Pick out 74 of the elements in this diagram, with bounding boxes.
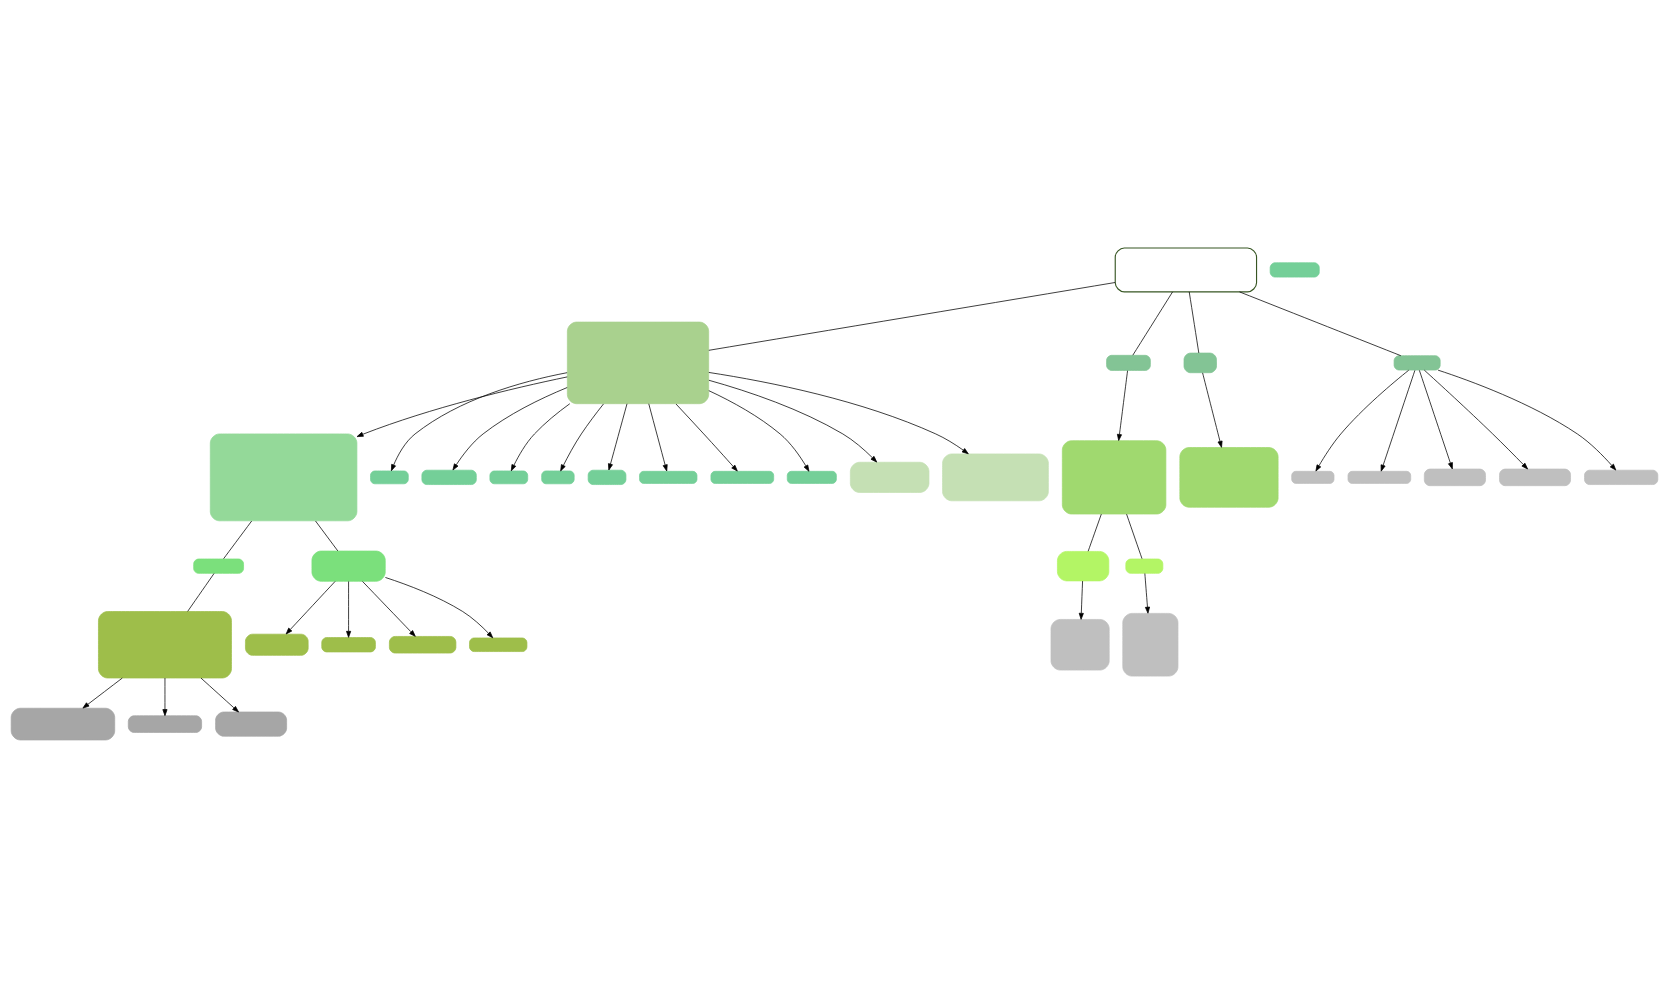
node-box bbox=[193, 558, 244, 574]
node-box bbox=[127, 715, 202, 733]
node-box bbox=[1050, 619, 1110, 671]
node-box bbox=[1106, 354, 1151, 371]
node-box bbox=[489, 470, 529, 485]
node-box bbox=[850, 461, 930, 493]
node-box bbox=[567, 321, 710, 405]
arrow bbox=[346, 581, 352, 638]
arrow bbox=[1437, 369, 1617, 471]
node-box bbox=[1061, 440, 1167, 515]
connector bbox=[315, 520, 339, 552]
arrow bbox=[452, 387, 568, 471]
arrow bbox=[362, 581, 416, 637]
connector bbox=[1132, 291, 1173, 356]
node-box bbox=[1269, 262, 1320, 278]
node-box bbox=[421, 469, 477, 485]
arrow bbox=[1419, 370, 1453, 470]
node-box bbox=[1499, 468, 1571, 487]
node-box bbox=[1114, 247, 1258, 293]
arrow bbox=[708, 372, 969, 455]
node-box bbox=[639, 470, 698, 484]
node-box bbox=[1347, 470, 1412, 484]
arrow bbox=[648, 403, 668, 472]
arrow bbox=[675, 403, 738, 472]
arrow bbox=[708, 379, 878, 463]
arrow bbox=[510, 403, 571, 472]
node-box bbox=[209, 433, 358, 522]
node-box bbox=[370, 470, 409, 485]
connector bbox=[1188, 291, 1200, 354]
node-box bbox=[98, 611, 232, 679]
node-box bbox=[1393, 355, 1441, 371]
node-box bbox=[215, 711, 287, 737]
node-box bbox=[321, 637, 376, 653]
arrow bbox=[708, 390, 810, 472]
arrow bbox=[560, 403, 604, 472]
node-box bbox=[469, 637, 528, 652]
connector bbox=[1087, 513, 1102, 552]
arrow bbox=[1144, 573, 1150, 614]
node-box bbox=[1057, 551, 1110, 582]
arrow bbox=[1202, 372, 1223, 448]
arrow bbox=[82, 677, 123, 709]
arrow bbox=[162, 677, 168, 716]
connector bbox=[223, 520, 253, 560]
node-box bbox=[1125, 558, 1164, 574]
node-box bbox=[245, 633, 309, 656]
arrow bbox=[1380, 370, 1416, 472]
arrow bbox=[1315, 369, 1410, 472]
arrow bbox=[285, 581, 336, 635]
arrow bbox=[391, 372, 568, 472]
node-box bbox=[541, 470, 575, 485]
node-box bbox=[587, 469, 627, 485]
connector bbox=[187, 573, 215, 612]
node-box bbox=[1179, 447, 1279, 508]
connector bbox=[1126, 513, 1143, 560]
node-box bbox=[10, 707, 116, 741]
node-box bbox=[1291, 470, 1335, 484]
arrow bbox=[385, 577, 494, 639]
connector bbox=[708, 282, 1116, 351]
arrow bbox=[608, 403, 628, 471]
node-box bbox=[311, 550, 386, 582]
node-box bbox=[942, 453, 1049, 502]
arrow bbox=[1078, 580, 1084, 620]
node-box bbox=[1423, 468, 1486, 487]
node-box bbox=[1584, 469, 1659, 485]
arrow bbox=[1423, 369, 1528, 470]
arrow bbox=[356, 376, 568, 437]
arrow bbox=[1116, 370, 1128, 441]
node-box bbox=[1122, 613, 1179, 677]
node-box bbox=[1183, 352, 1217, 374]
node-box bbox=[389, 636, 457, 654]
connector bbox=[1239, 291, 1402, 357]
node-box bbox=[710, 470, 775, 484]
node-box bbox=[786, 470, 837, 484]
arrow bbox=[200, 677, 239, 713]
